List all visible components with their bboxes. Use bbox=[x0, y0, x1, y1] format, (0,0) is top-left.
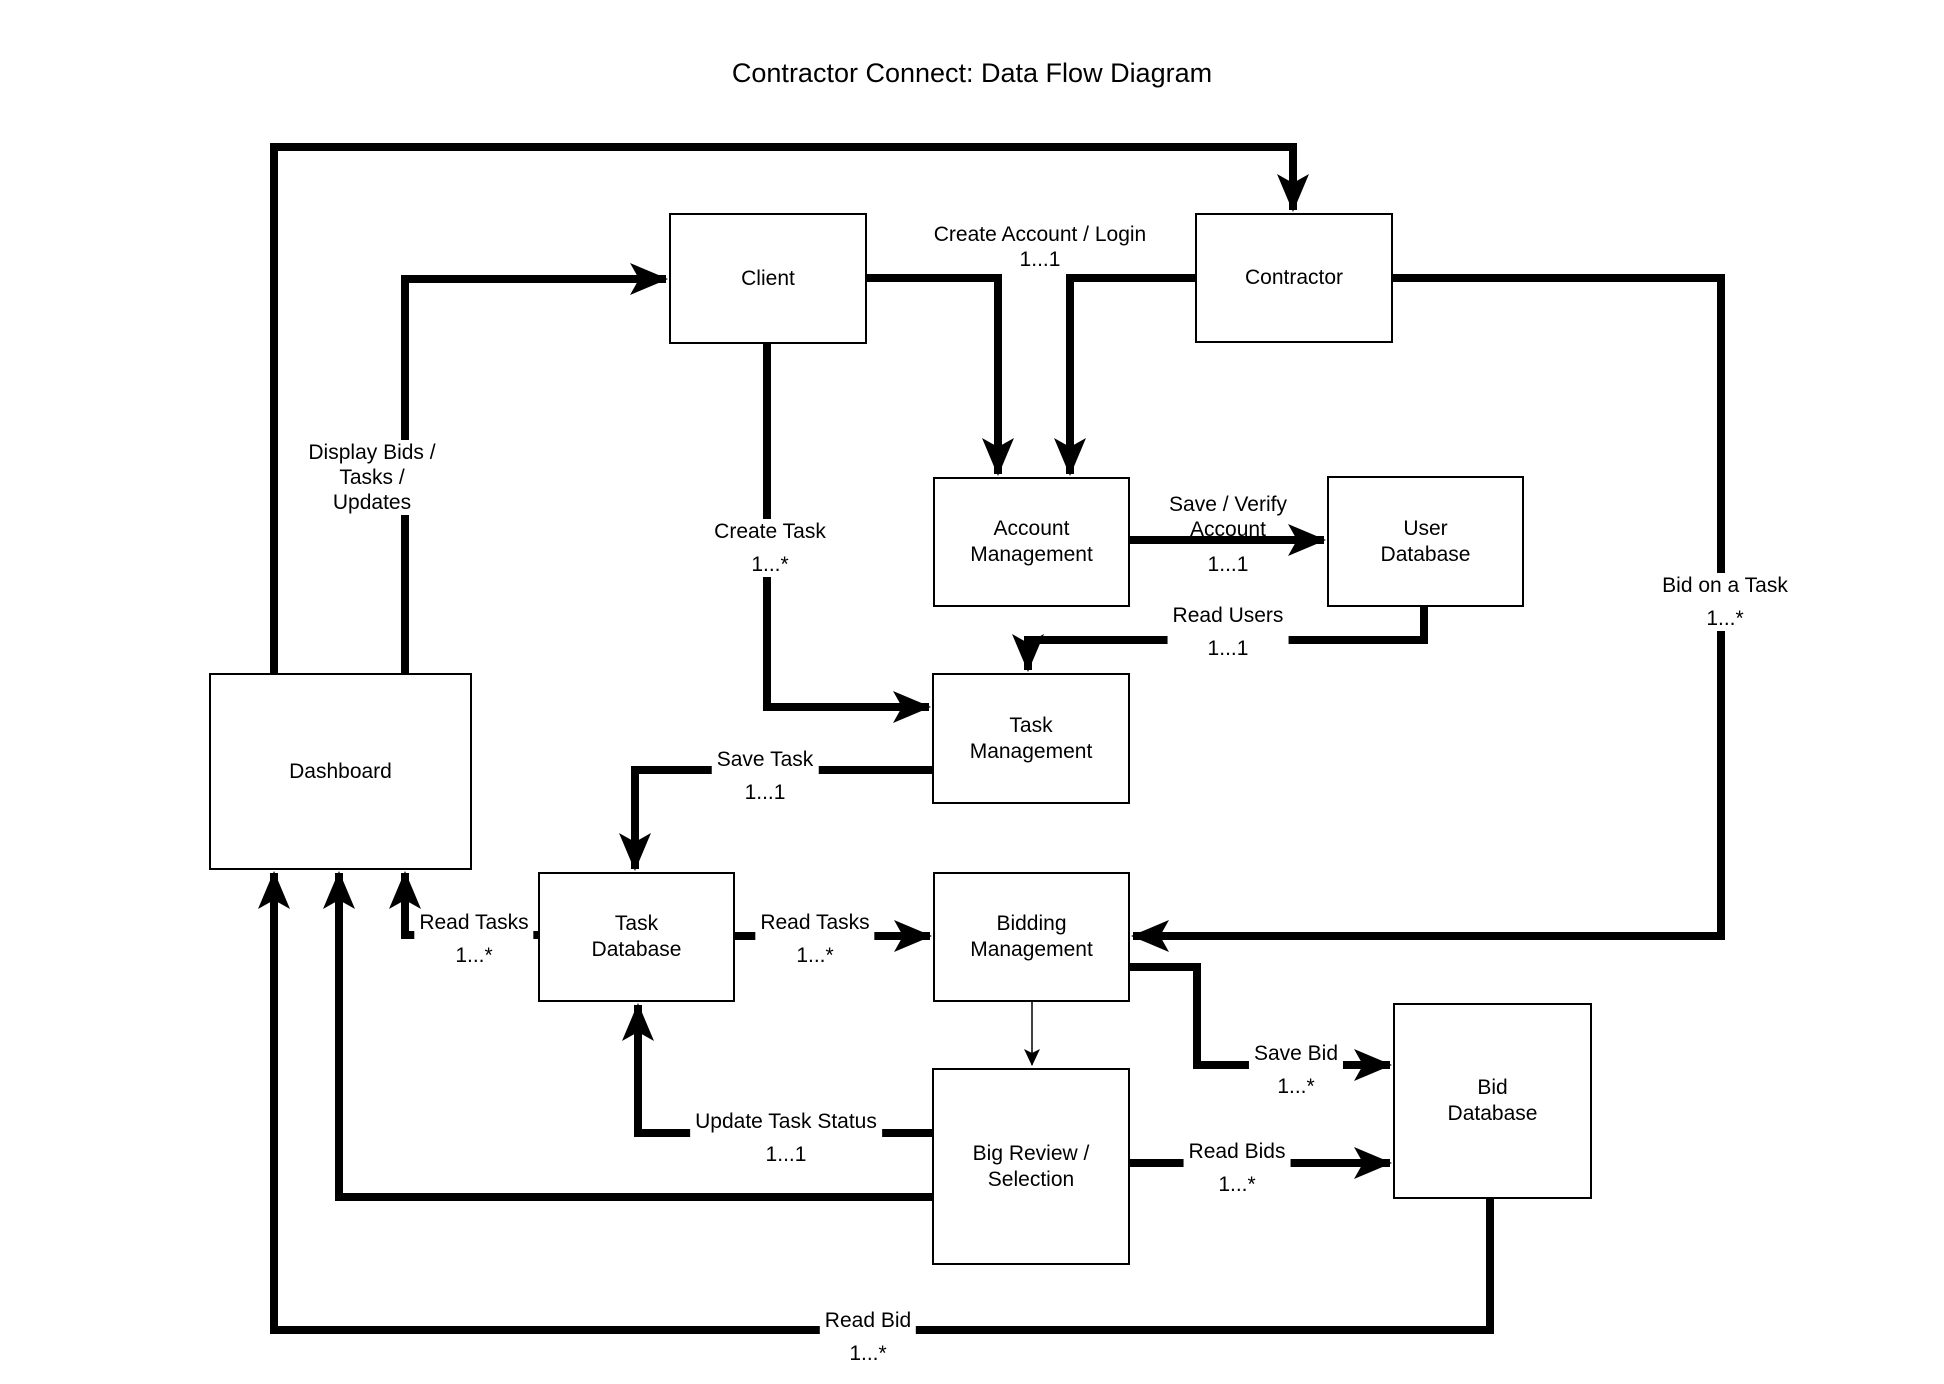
edge-label-text: Display Bids / bbox=[308, 441, 436, 464]
edge-multiplicity: 1...1 bbox=[1207, 637, 1249, 660]
edge-label-text: Read Tasks bbox=[419, 911, 529, 934]
edge-multiplicity: 1...* bbox=[751, 553, 789, 576]
edge-multiplicity: 1...* bbox=[455, 944, 493, 967]
edge-multiplicity: 1...1 bbox=[1019, 248, 1061, 271]
edge-label-update-task-status: Update Task Status 1...1 bbox=[690, 1109, 882, 1167]
edge-label-text: Save / Verify bbox=[1169, 493, 1287, 516]
diagram-title: Contractor Connect: Data Flow Diagram bbox=[731, 58, 1213, 88]
edge-multiplicity: 1...1 bbox=[744, 781, 786, 804]
edge-dashboard-to-contractor bbox=[270, 143, 1309, 673]
edge-multiplicity: 1...* bbox=[1218, 1173, 1256, 1196]
edge-multiplicity: 1...* bbox=[1706, 607, 1744, 630]
edge-label-text: Save Task bbox=[716, 748, 814, 771]
edge-multiplicity: 1...1 bbox=[1207, 553, 1249, 576]
edge-multiplicity: 1...1 bbox=[765, 1143, 807, 1166]
edge-dashboard-to-client bbox=[401, 263, 668, 673]
node-label: Client bbox=[741, 266, 795, 290]
edge-label-text: Create Account / Login bbox=[933, 223, 1147, 246]
edge-label-save-task: Save Task 1...1 bbox=[711, 747, 819, 805]
edge-label-text: Read Bid bbox=[824, 1309, 912, 1332]
edge-label-text: Tasks / bbox=[339, 466, 405, 489]
node-big-review: Big Review /Selection bbox=[932, 1068, 1130, 1265]
edge-bigreview-to-dashboard bbox=[323, 871, 932, 1201]
edge-label-display-bids: Display Bids /Tasks /Updates bbox=[303, 440, 441, 515]
edge-multiplicity: 1...* bbox=[1277, 1075, 1315, 1098]
edge-label-create-task: Create Task 1...* bbox=[709, 519, 831, 577]
edge-multiplicity: 1...* bbox=[849, 1342, 887, 1365]
edge-label-text: Save Bid bbox=[1253, 1042, 1339, 1065]
edge-label-read-users: Read Users 1...1 bbox=[1167, 603, 1289, 661]
edge-contractor-to-account bbox=[1054, 274, 1195, 476]
edge-label-bid-on-task: Bid on a Task 1...* bbox=[1657, 573, 1793, 631]
edge-label-text: Updates bbox=[332, 491, 412, 514]
node-dashboard: Dashboard bbox=[209, 673, 472, 870]
edge-label-text: Create Task bbox=[714, 520, 826, 543]
edge-label-save-bid: Save Bid 1...* bbox=[1248, 1041, 1344, 1099]
edge-label-read-bid: Read Bid 1...* bbox=[819, 1308, 917, 1366]
edge-label-read-tasks-left: Read Tasks 1...* bbox=[414, 910, 534, 968]
edge-client-to-taskmgmt bbox=[763, 344, 931, 723]
edge-label-text: Account bbox=[1190, 518, 1266, 541]
edge-label-read-tasks-right: Read Tasks 1...* bbox=[755, 910, 875, 968]
node-contractor: Contractor bbox=[1195, 213, 1393, 343]
edge-client-to-account bbox=[867, 274, 1014, 476]
node-label: Big Review /Selection bbox=[972, 1141, 1090, 1191]
node-label: Contractor bbox=[1244, 266, 1344, 289]
edge-taskmgmt-to-taskdb bbox=[619, 766, 932, 871]
edge-label-text: Bid on a Task bbox=[1662, 574, 1788, 597]
edge-label-text: Update Task Status bbox=[695, 1110, 877, 1133]
node-label: Dashboard bbox=[289, 759, 392, 783]
edge-label-text: Read Bids bbox=[1188, 1140, 1286, 1163]
edge-multiplicity: 1...* bbox=[796, 944, 834, 967]
edge-label-text: Read Users bbox=[1172, 604, 1284, 627]
node-client: Client bbox=[669, 213, 867, 344]
edge-label-text: Read Tasks bbox=[760, 911, 870, 934]
edge-label-read-bids: Read Bids 1...* bbox=[1183, 1139, 1291, 1197]
